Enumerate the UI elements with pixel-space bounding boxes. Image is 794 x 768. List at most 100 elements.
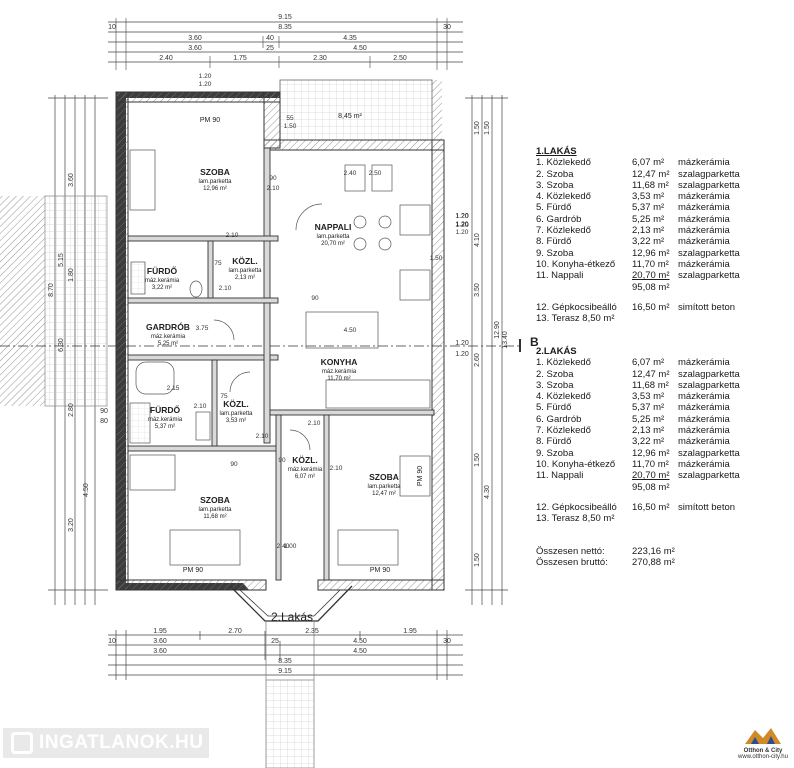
- dimension-text: 1.95: [403, 628, 417, 635]
- room-area: 12,96 m²: [203, 186, 227, 192]
- bottom-dimension-lines: [108, 630, 463, 680]
- dimension-text: 1.20: [199, 81, 212, 88]
- room-area: 5,37 m²: [155, 424, 175, 430]
- area-row: 2. Szoba 12,47 m² szalagparketta: [536, 369, 758, 380]
- dimension-text: 4.10: [474, 233, 481, 247]
- entrance-path: [265, 679, 315, 768]
- dimension-text: 9.15: [278, 14, 292, 21]
- room-label: KÖZL.: [232, 256, 258, 266]
- room-area: 12,47 m²: [632, 368, 670, 380]
- watermark-text: INGATLANOK.HU: [39, 732, 204, 753]
- dimension-text: 6.30: [58, 338, 65, 352]
- room-floor: szalagparketta: [678, 270, 740, 282]
- dimension-text: 1.20: [455, 340, 469, 347]
- dimension-text: 12.90: [494, 321, 501, 339]
- dimension-text: 1.20: [456, 213, 469, 220]
- room-floor: szalagparketta: [678, 247, 740, 259]
- room-material: máz.kerámia: [151, 334, 186, 340]
- dimension-text: 1.80: [68, 268, 75, 282]
- dimension-text: 1.20: [456, 221, 469, 228]
- dimension-text: 1.50: [474, 121, 481, 135]
- dimension-text: 2.40: [344, 170, 357, 177]
- interior-walls: [127, 147, 435, 581]
- room-material: lam.parketta: [228, 268, 262, 274]
- dimension-text: 1.75: [233, 55, 247, 62]
- room-name: 5. Fürdő: [536, 202, 572, 214]
- carport-left: [44, 195, 108, 407]
- pm-label: PM 90: [183, 567, 203, 574]
- dimension-text: 2.10: [256, 433, 269, 440]
- dimension-text: 1.20: [455, 351, 469, 358]
- room-area: 3,53 m²: [226, 418, 246, 424]
- room-name: 1. Közlekedő: [536, 357, 591, 369]
- room-area: 6,07 m²: [632, 157, 665, 169]
- room-floor: szalagparketta: [678, 168, 740, 180]
- room-area: 5,25 m²: [158, 341, 178, 347]
- room-floor: szalagparketta: [678, 379, 740, 391]
- brutto-value: 270,88 m²: [632, 557, 675, 569]
- carport-hatch-left: [0, 196, 45, 406]
- dimension-text: 3.60: [153, 648, 167, 655]
- dimension-text: 1.20: [199, 73, 212, 80]
- room-material: lam.parketta: [316, 234, 350, 240]
- room-area: 5,37 m²: [632, 202, 665, 214]
- table1-total: 95,08 m²: [632, 281, 670, 293]
- dimension-text: 3.60: [68, 173, 75, 187]
- dimension-text: 4.50: [83, 483, 90, 497]
- room-label: NAPPALI: [315, 222, 352, 232]
- dimension-text: 3.75: [196, 325, 209, 332]
- dimension-text: 40: [266, 35, 274, 42]
- room-area: 12,47 m²: [632, 168, 670, 180]
- room-name: 5. Fürdő: [536, 402, 572, 414]
- room-area: 3,22 m²: [632, 436, 665, 448]
- brutto-label: Összesen bruttó:: [536, 557, 608, 569]
- room-material: máz.kerámia: [322, 369, 357, 375]
- room-area: 2,13 m²: [235, 275, 255, 281]
- room-floor: mázkerámia: [678, 357, 730, 369]
- room-floor: mázkerámia: [678, 202, 730, 214]
- dimension-text: 1.20: [455, 213, 469, 220]
- room-area: 11,70 m²: [632, 458, 669, 470]
- dimension-text: 25: [271, 638, 279, 645]
- brand-url: www.otthon-city.hu: [738, 754, 788, 760]
- room-area: 3,53 m²: [632, 391, 665, 403]
- room-name: 8. Fürdő: [536, 436, 572, 448]
- dimension-text: 2.15: [167, 385, 180, 392]
- room-label: SZOBA: [200, 167, 230, 177]
- dimension-text: 2.35: [305, 628, 319, 635]
- dimension-text: 80: [100, 418, 108, 425]
- dimension-text: 2.80: [68, 403, 75, 417]
- room-floor: szalagparketta: [678, 368, 740, 380]
- room-area: 5,25 m²: [632, 213, 665, 225]
- room-name: 6. Gardrób: [536, 413, 582, 425]
- room-area: 5,37 m²: [632, 402, 665, 414]
- room-floor: szalagparketta: [678, 470, 740, 482]
- room-name: 4. Közlekedő: [536, 391, 591, 403]
- brand-logo: Otthon & City www.otthon-city.hu: [736, 722, 790, 760]
- dimension-text: 3.20: [68, 518, 75, 532]
- room-area: 3,22 m²: [632, 236, 665, 248]
- dimension-text: 4.50: [353, 648, 367, 655]
- terrace-area: 8,45 m²: [338, 113, 362, 120]
- room-name: 2. Szoba: [536, 368, 574, 380]
- area-row: 5. Fürdő 5,37 m² mázkerámia: [536, 202, 758, 213]
- dimension-text: 2.60: [474, 353, 481, 367]
- room-material: máz.kerámia: [288, 467, 323, 473]
- summary: Összesen nettó:223,16 m² Összesen bruttó…: [536, 546, 675, 569]
- room-material: máz.kerámia: [145, 278, 180, 284]
- room-floor: mázkerámia: [678, 225, 730, 237]
- dimension-text: 13.40: [502, 331, 509, 349]
- room-area: 3,53 m²: [632, 191, 665, 203]
- section-mark: B: [530, 335, 539, 349]
- room-label: FÜRDŐ: [150, 404, 181, 415]
